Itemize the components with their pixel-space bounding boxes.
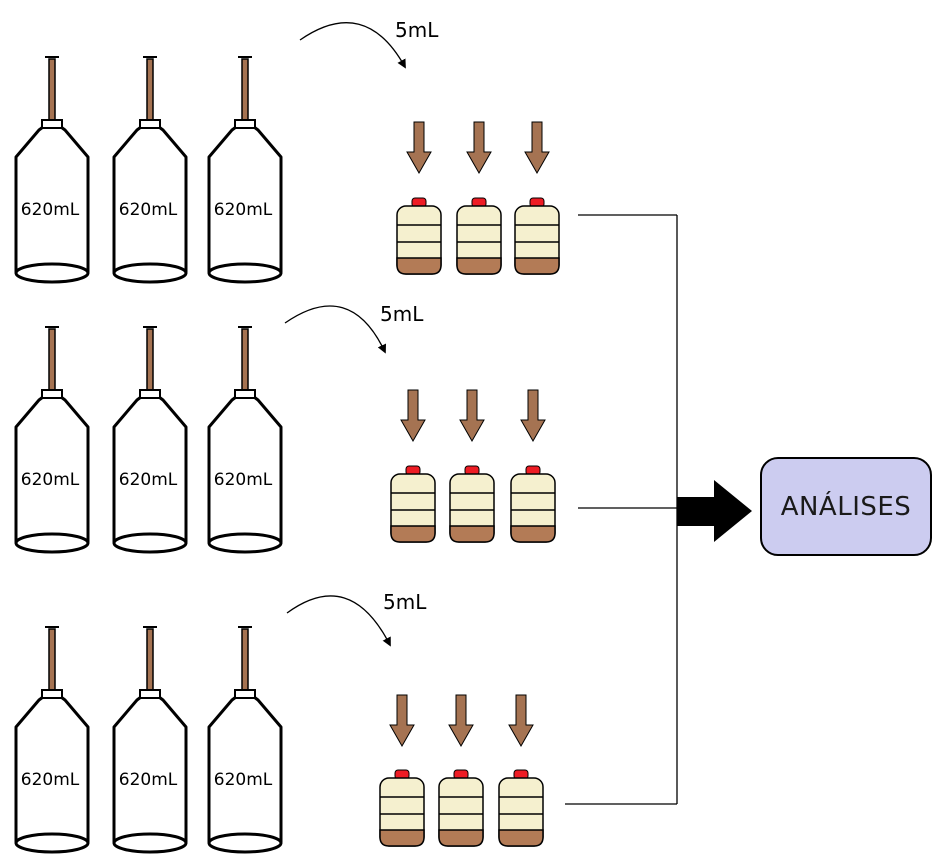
connector-lines <box>565 214 678 805</box>
bottle-volume-label: 620mL <box>119 770 178 790</box>
sample-tube <box>510 465 556 543</box>
bottle: 620mL <box>207 626 283 854</box>
to-analysis-arrow <box>677 480 752 542</box>
bottle-volume-label: 620mL <box>21 200 80 220</box>
dispense-arrow <box>400 389 426 443</box>
bottle: 620mL <box>14 56 90 284</box>
bottle-volume-label: 620mL <box>214 770 273 790</box>
dispense-arrow <box>520 389 546 443</box>
dispense-arrow <box>448 694 474 748</box>
sample-tube <box>449 465 495 543</box>
transfer-curve-arrow <box>299 22 406 69</box>
dispense-arrow <box>508 694 534 748</box>
dispense-arrow <box>524 121 550 175</box>
bottle: 620mL <box>14 326 90 554</box>
bottle-volume-label: 620mL <box>21 770 80 790</box>
bottle: 620mL <box>112 626 188 854</box>
bottle-volume-label: 620mL <box>214 200 273 220</box>
transfer-curve-arrow <box>286 595 391 647</box>
bottle-volume-label: 620mL <box>119 200 178 220</box>
sample-group: 620mL 620mL 620mL 5mL <box>14 302 556 554</box>
dispense-arrow <box>459 389 485 443</box>
bottle-volume-label: 620mL <box>21 470 80 490</box>
dispense-arrow <box>466 121 492 175</box>
sample-tube <box>379 769 425 847</box>
sample-tube <box>498 769 544 847</box>
analysis-label: ANÁLISES <box>780 491 912 522</box>
transfer-volume-label: 5mL <box>395 18 439 42</box>
bottle-volume-label: 620mL <box>214 470 273 490</box>
bottle: 620mL <box>112 326 188 554</box>
transfer-curve-arrow <box>284 305 386 354</box>
sample-group: 620mL 620mL 620mL 5mL <box>14 590 544 854</box>
sample-tube <box>438 769 484 847</box>
sample-tube <box>396 197 442 275</box>
bottle: 620mL <box>207 56 283 284</box>
sample-tube <box>514 197 560 275</box>
bottle-volume-label: 620mL <box>119 470 178 490</box>
sample-tube <box>456 197 502 275</box>
bottle: 620mL <box>14 626 90 854</box>
dispense-arrow <box>389 694 415 748</box>
dispense-arrow <box>406 121 432 175</box>
analysis-box: ANÁLISES <box>760 457 932 556</box>
sample-tube <box>390 465 436 543</box>
transfer-volume-label: 5mL <box>383 590 427 614</box>
bottle: 620mL <box>207 326 283 554</box>
sample-group: 620mL 620mL 620mL 5mL <box>14 18 560 284</box>
transfer-volume-label: 5mL <box>380 302 424 326</box>
bottle: 620mL <box>112 56 188 284</box>
